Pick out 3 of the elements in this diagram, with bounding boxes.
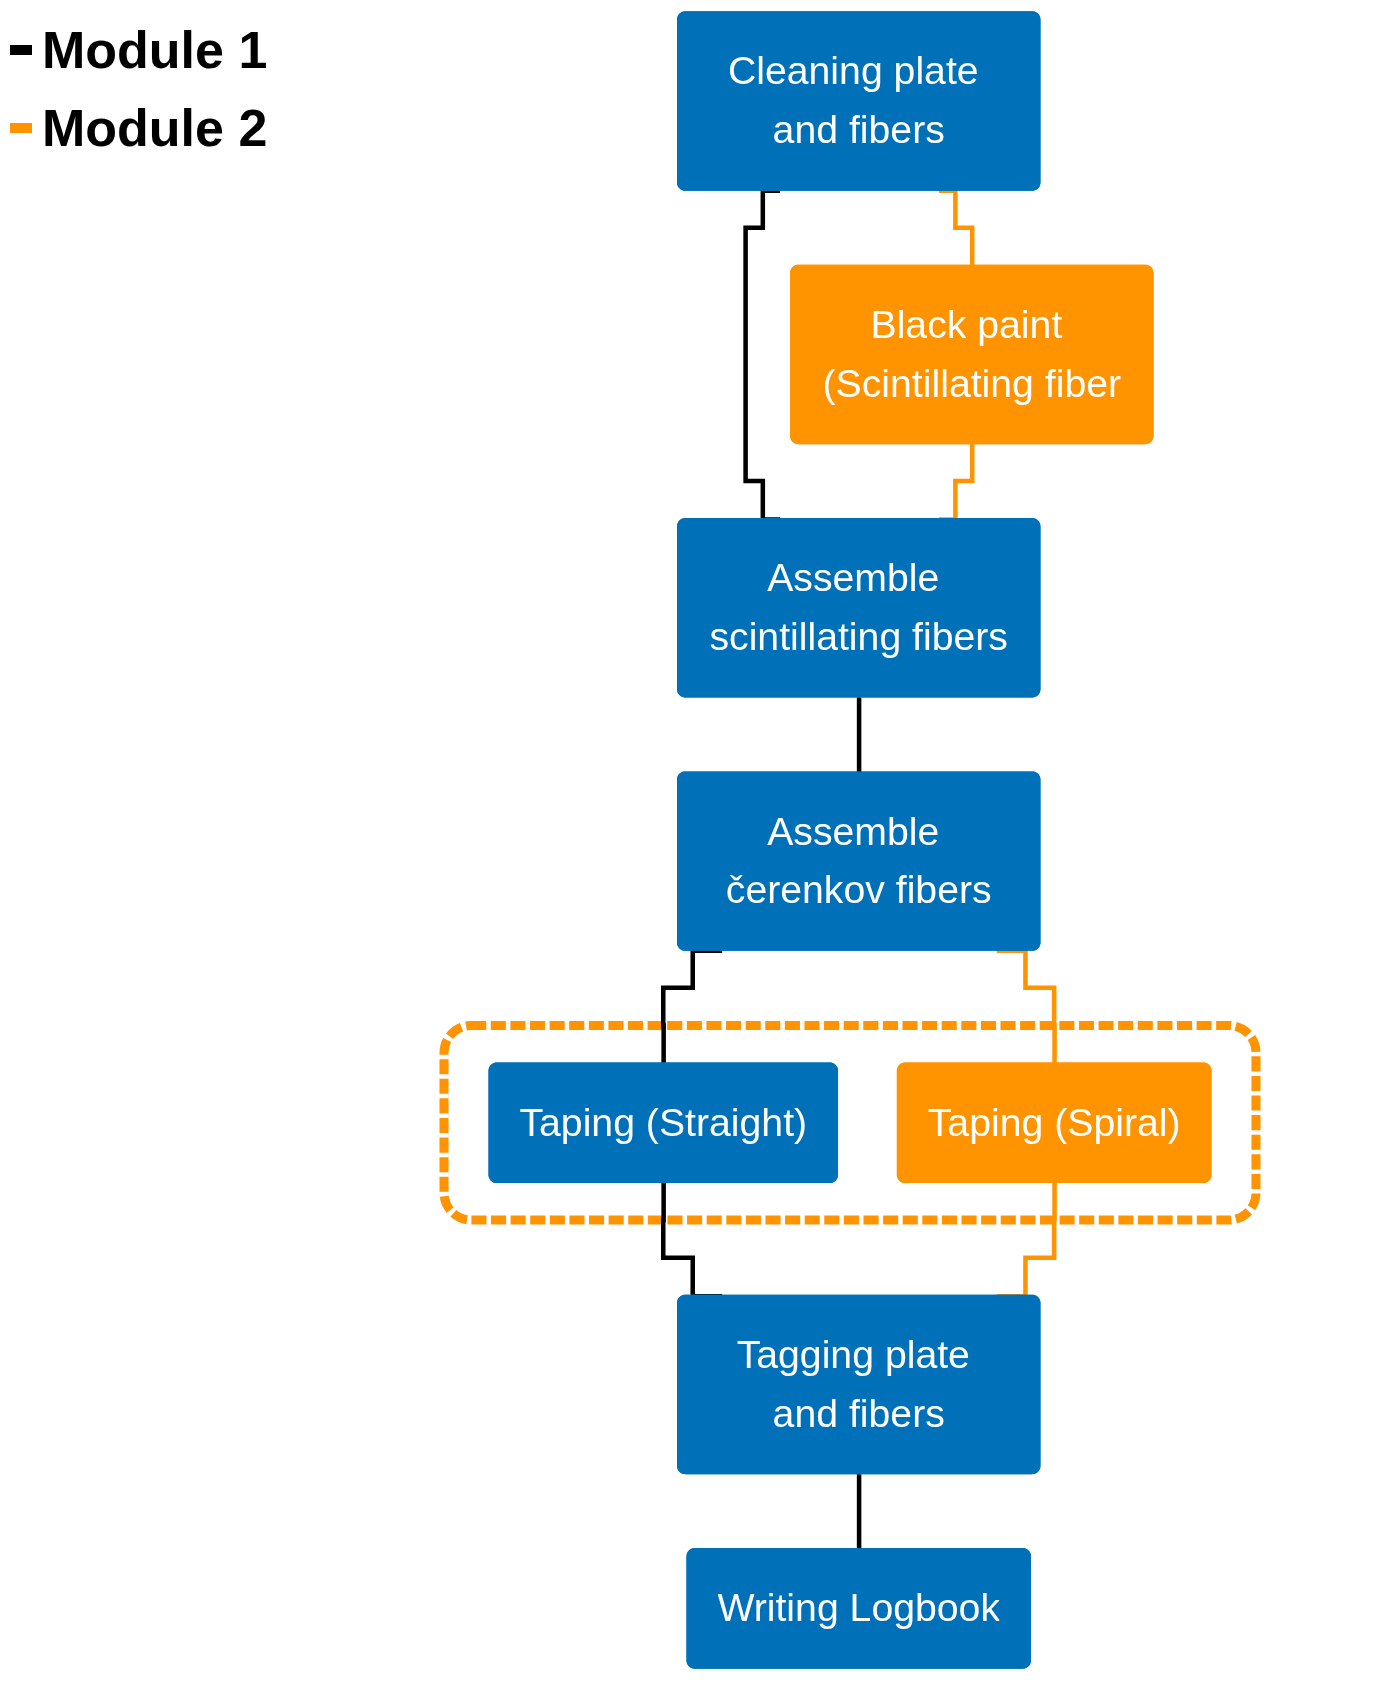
- cluster: [439, 1020, 1261, 1225]
- legend-label: Module 2: [42, 98, 268, 158]
- legend-label: Module 1: [42, 20, 268, 80]
